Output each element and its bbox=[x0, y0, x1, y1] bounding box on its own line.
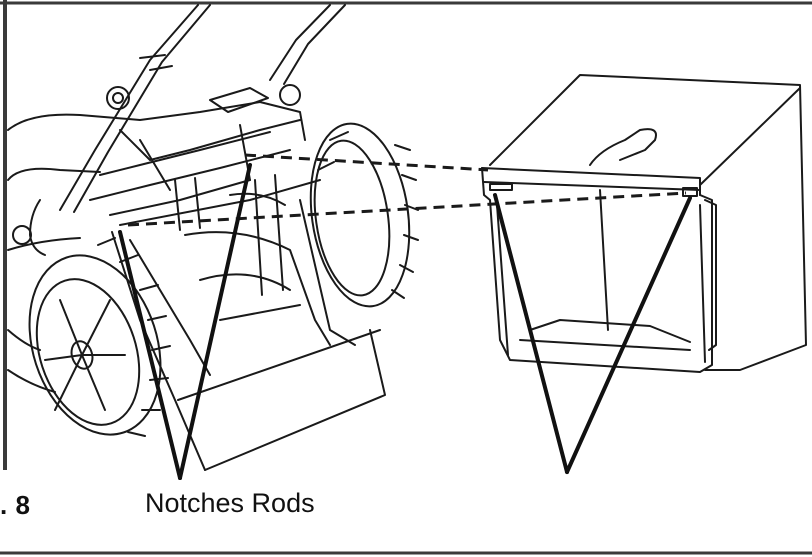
grass-catcher bbox=[481, 74, 807, 373]
callout-leaders bbox=[118, 163, 692, 480]
callout-label: Notches Rods bbox=[145, 488, 315, 518]
figure-number: . 8 bbox=[0, 490, 31, 520]
right-rear-wheel bbox=[309, 122, 419, 308]
mounted-bag-outline bbox=[299, 199, 356, 346]
rear-chute bbox=[111, 174, 386, 471]
left-rear-wheel bbox=[28, 237, 171, 437]
mower-deck bbox=[7, 101, 306, 393]
lawn-mower bbox=[7, 4, 419, 471]
alignment-lines bbox=[127, 153, 687, 227]
